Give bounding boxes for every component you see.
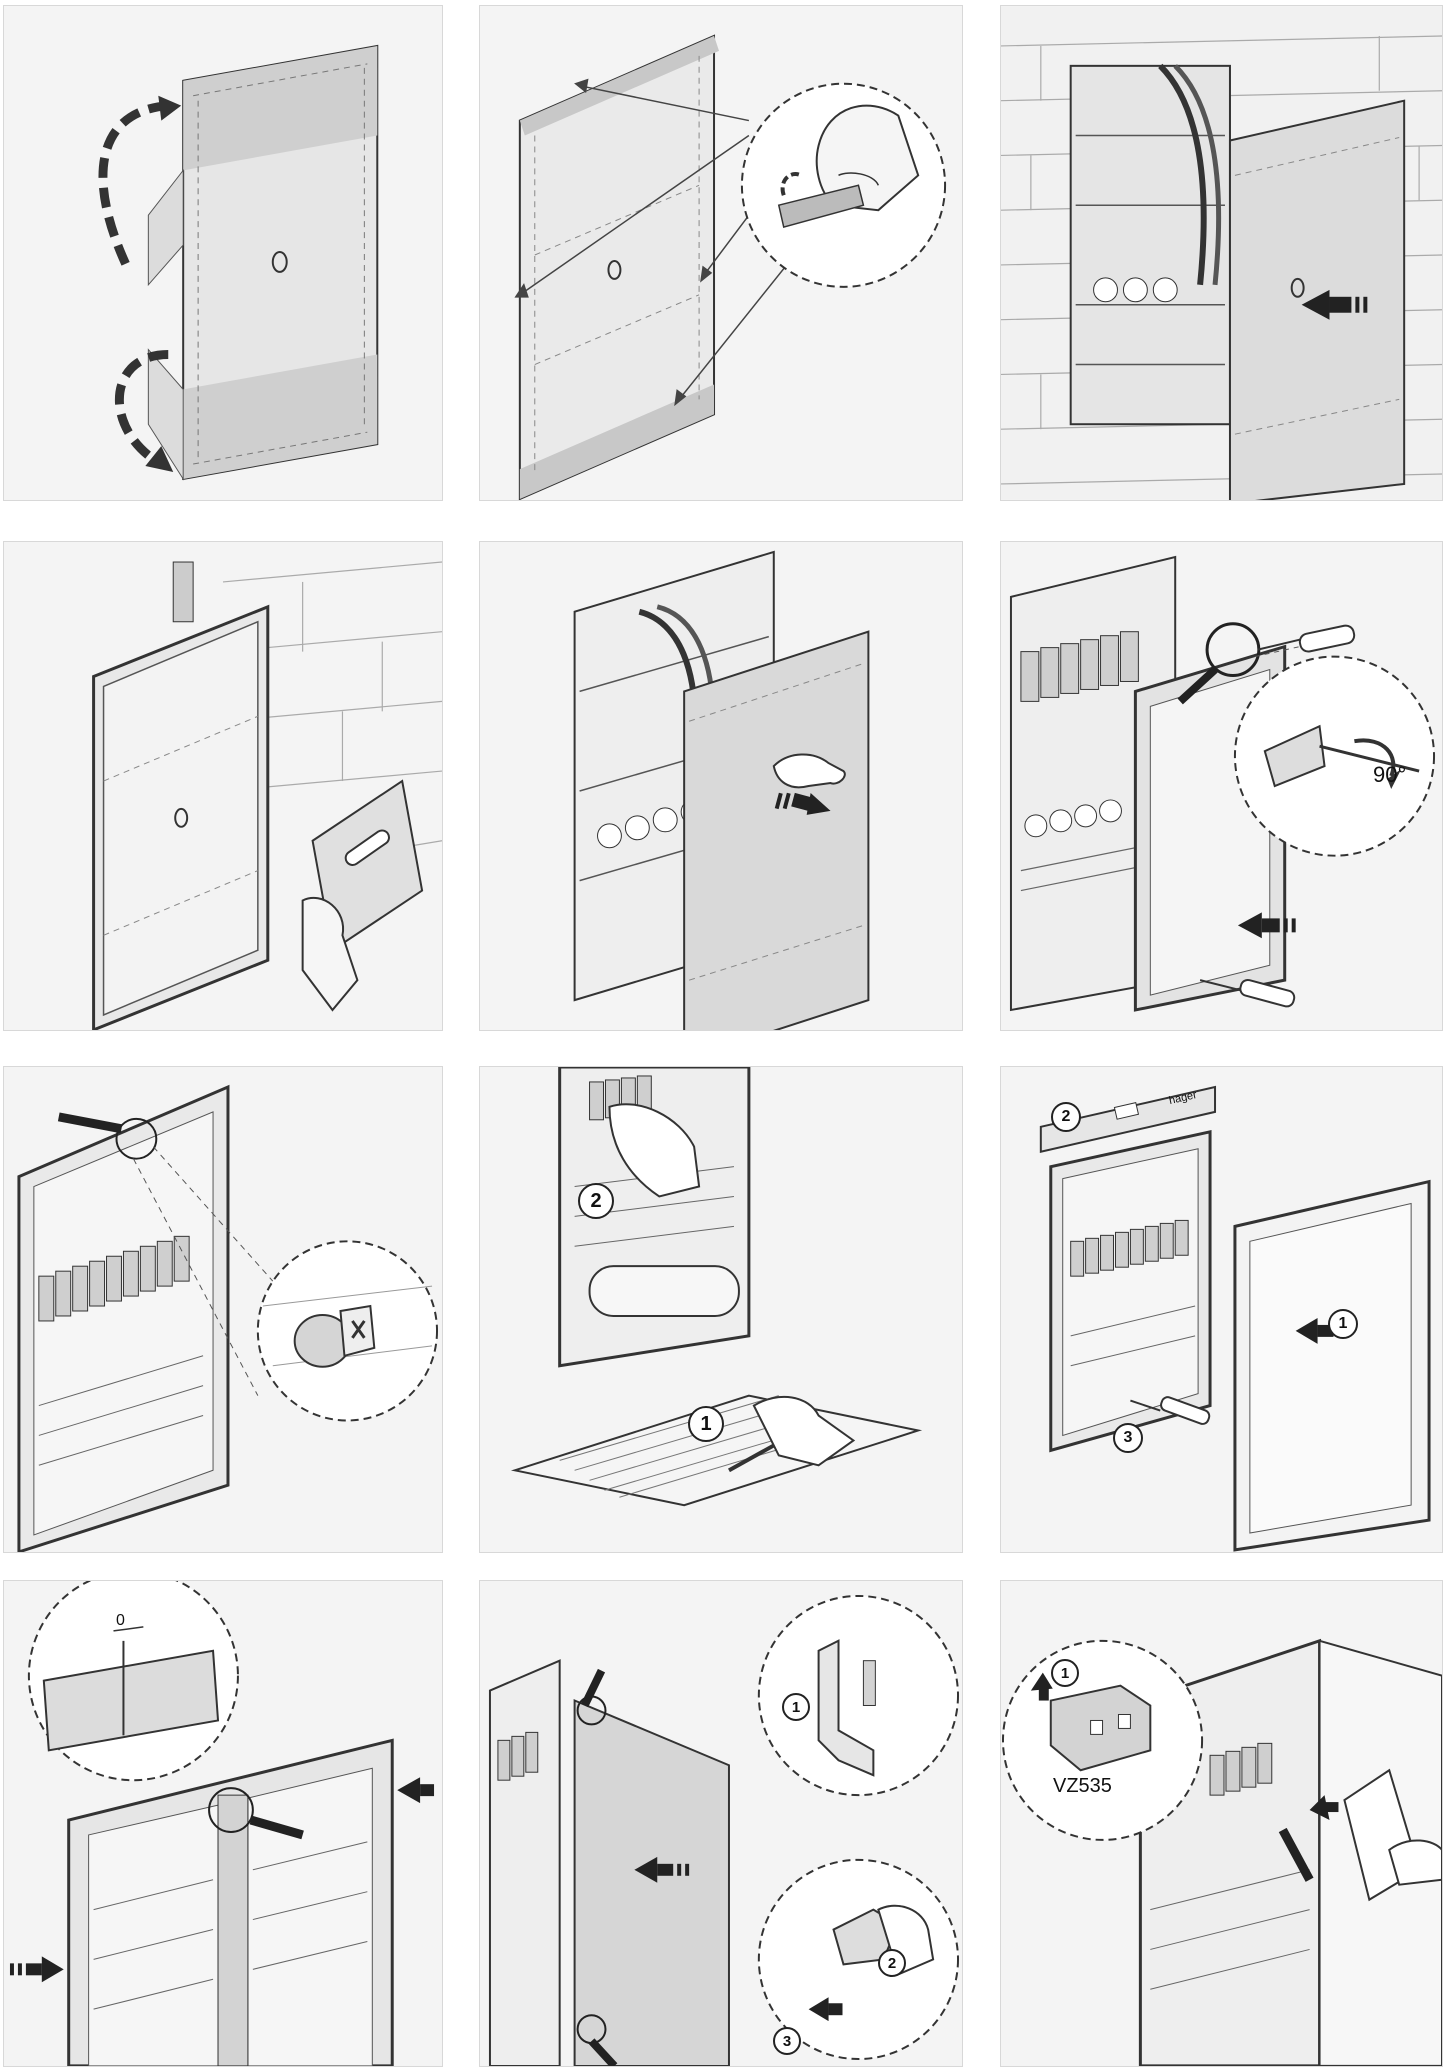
curved-arrow-icon — [98, 95, 182, 272]
cover-tear-off-illustration — [514, 34, 947, 500]
step-panel-7 — [3, 1066, 443, 1553]
screwdriver-icon — [1257, 624, 1356, 653]
step-number-badge: 1 — [1051, 1659, 1079, 1687]
frame-fixing-screws-illustration — [1009, 555, 1436, 1012]
push-arrow-icon — [9, 1956, 64, 1983]
part-number-label: VZ535 — [1053, 1775, 1112, 1797]
step-number-badge: 2 — [878, 1949, 906, 1977]
hand-icon — [608, 1103, 701, 1198]
protective-cover-fold-illustration — [98, 44, 379, 481]
step-panel-8: 2 1 — [479, 1066, 963, 1553]
push-arrow-icon — [1309, 1795, 1339, 1821]
frame-screw-detail-illustration — [17, 1084, 439, 1552]
screwdriver-icon — [1130, 1396, 1211, 1425]
hand-icon — [815, 104, 920, 212]
cover-placement-brick-wall-illustration — [1001, 6, 1442, 500]
hand-icon — [301, 896, 359, 1012]
magnifier-circle-icon — [1233, 655, 1436, 857]
step-number-badge: 1 — [688, 1406, 724, 1442]
joining-frames-illustration — [9, 1581, 435, 2066]
push-arrow-icon — [1301, 289, 1368, 320]
step-number-badge: 2 — [1051, 1102, 1081, 1132]
hand-icon — [1388, 1839, 1442, 1886]
labelling-circuits-illustration — [510, 1067, 923, 1507]
step-number-badge: 2 — [578, 1183, 614, 1219]
step-panel-4 — [3, 541, 443, 1031]
gap-label: 0 — [116, 1612, 125, 1629]
step-panel-6: 90° — [1000, 541, 1443, 1031]
push-arrow-icon — [774, 792, 831, 815]
step-number-badge: 3 — [773, 2027, 801, 2055]
push-arrow-icon — [1237, 912, 1296, 939]
push-arrow-icon — [1030, 1672, 1053, 1701]
step-number-badge: 1 — [1328, 1309, 1358, 1339]
step-number-badge: 1 — [782, 1693, 810, 1721]
hand-icon — [877, 1904, 935, 1976]
step-panel-5 — [479, 541, 963, 1031]
push-arrow-icon — [397, 1777, 435, 1804]
door-accessory-fitting-illustration — [1001, 1638, 1442, 2066]
plastering-around-box-illustration — [92, 561, 442, 1030]
levelling-frame-illustration — [1039, 1085, 1431, 1552]
step-number-badge: 3 — [1113, 1423, 1143, 1453]
magnifier-circle-icon — [757, 1594, 960, 1797]
step-panel-2 — [479, 5, 963, 501]
hand-icon — [772, 753, 846, 789]
spirit-level-icon — [1039, 1085, 1217, 1153]
push-arrow-icon — [808, 1997, 843, 2022]
step-panel-3 — [1000, 5, 1443, 501]
step-panel-10: 0 — [3, 1580, 443, 2067]
step-panel-1 — [3, 5, 443, 501]
step-panel-11: 1 2 3 — [479, 1580, 963, 2067]
angle-label: 90° — [1373, 762, 1407, 787]
step-panel-12: 1 VZ535 — [1000, 1580, 1443, 2067]
remove-cover-illustration — [573, 550, 870, 1030]
curved-arrow-icon — [115, 350, 174, 472]
hand-icon — [752, 1395, 856, 1467]
door-hinge-mounting-illustration — [488, 1594, 960, 2066]
screwdriver-icon — [1199, 978, 1296, 1008]
magnifier-circle-icon — [208, 1787, 304, 1840]
push-arrow-icon — [634, 1856, 690, 1883]
step-panel-9: hager 2 1 3 — [1000, 1066, 1443, 1553]
magnifier-circle-icon — [57, 1112, 158, 1160]
